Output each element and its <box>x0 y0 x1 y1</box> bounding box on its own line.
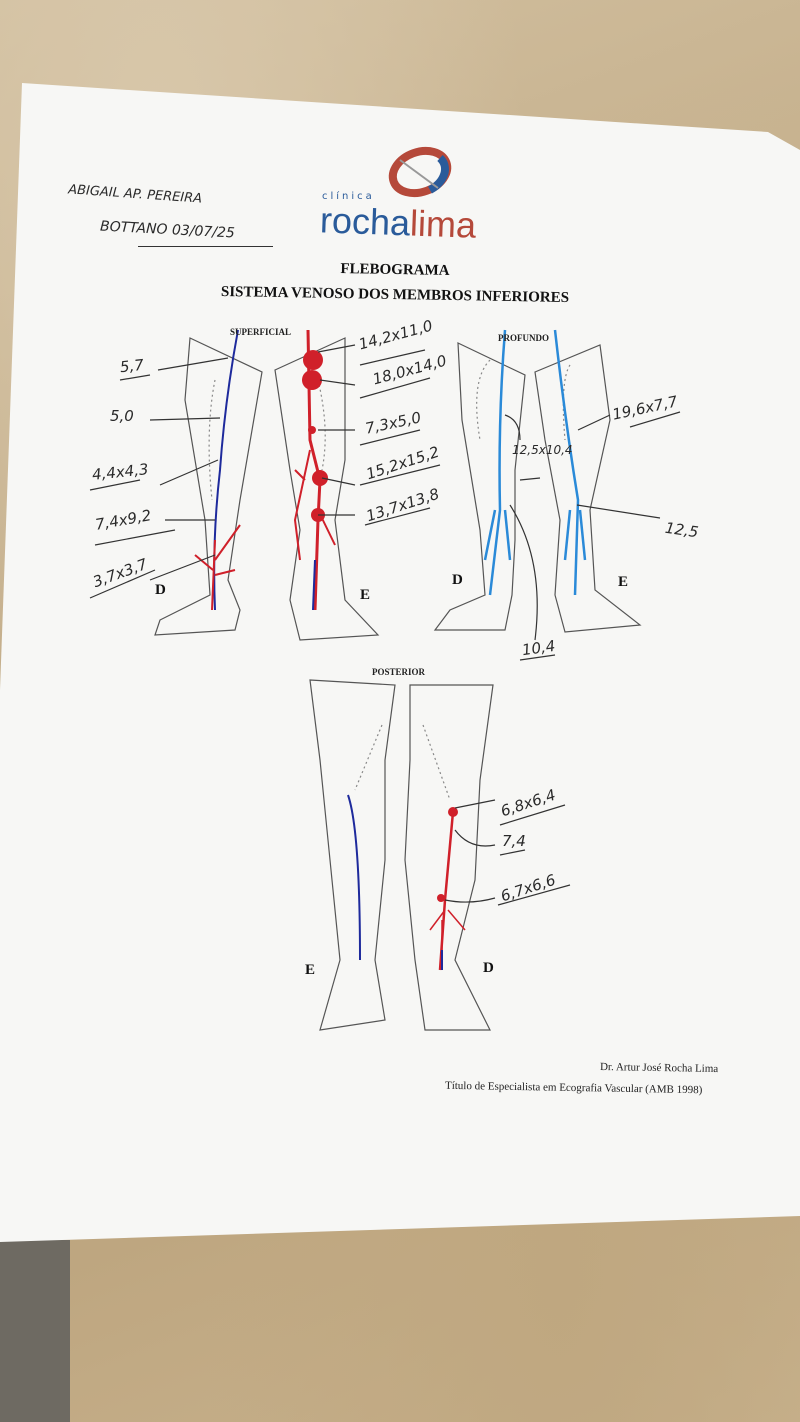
side-e-posterior: E <box>305 962 316 978</box>
measure-label: 5,0 <box>110 407 134 425</box>
side-d-profundo: D <box>452 572 463 588</box>
measure-label: 7,4 <box>502 832 526 850</box>
side-e-superficial: E <box>360 587 371 603</box>
measure-label: 5,7 <box>119 355 145 377</box>
underline <box>138 246 273 247</box>
measure-label: 12,5x10,4 <box>512 443 573 457</box>
side-e-profundo: E <box>618 574 629 590</box>
section-posterior: POSTERIOR <box>372 667 426 677</box>
logo-prefix: clínica <box>322 191 375 202</box>
doctor-name: Dr. Artur José Rocha Lima <box>599 1060 719 1076</box>
side-d-posterior: D <box>483 960 494 976</box>
side-d-superficial: D <box>155 582 166 598</box>
table-edge <box>0 1240 70 1422</box>
section-profundo: PROFUNDO <box>498 333 549 343</box>
section-superficial: SUPERFICIAL <box>230 327 292 337</box>
